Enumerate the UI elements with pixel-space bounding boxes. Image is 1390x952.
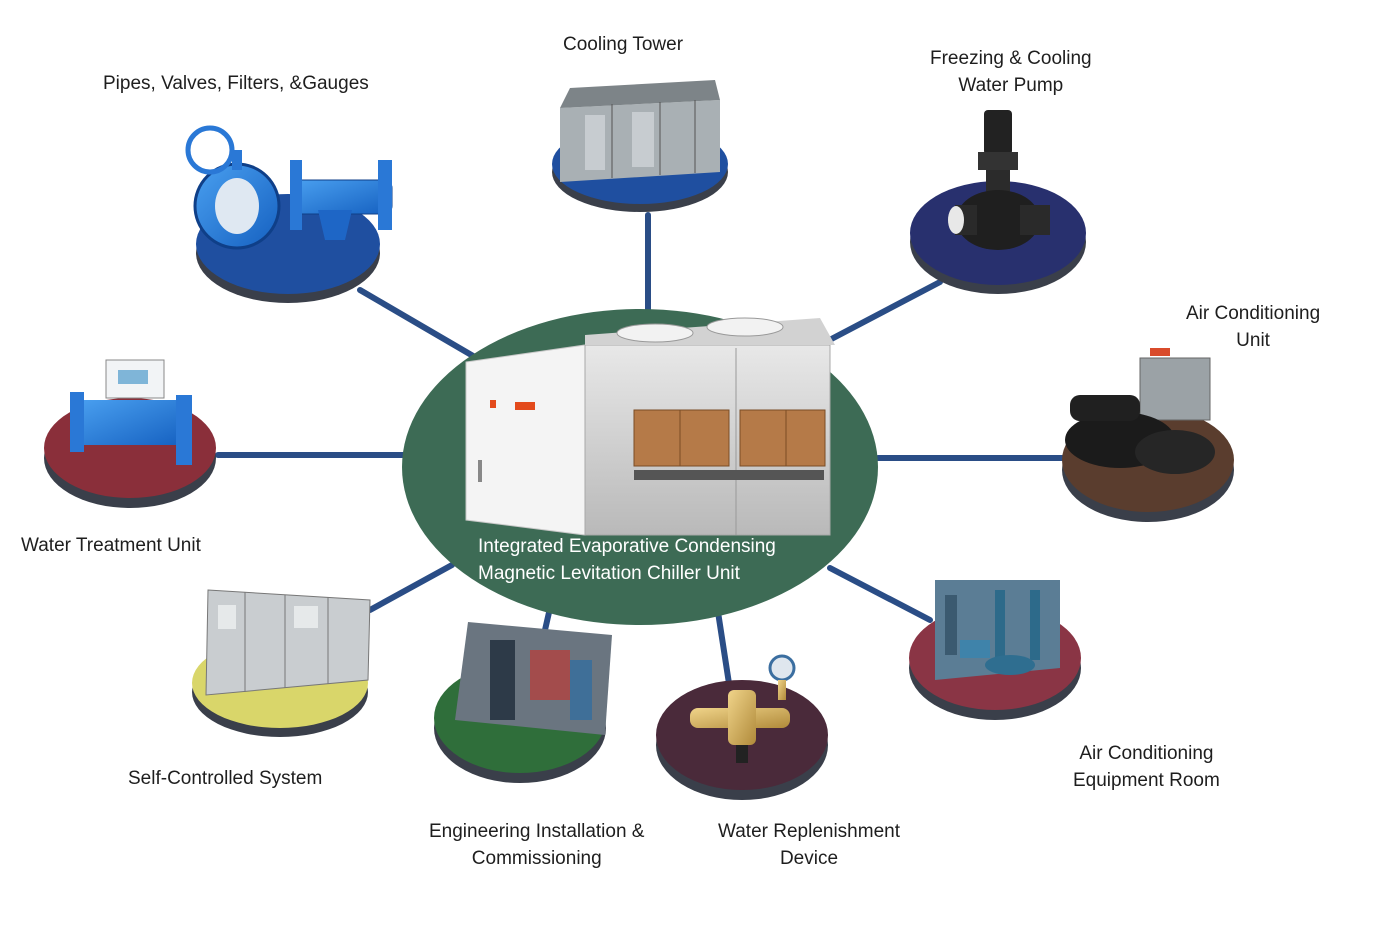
link-replenish <box>715 609 733 693</box>
label-pipes: Pipes, Valves, Filters, &Gauges <box>103 70 369 97</box>
installation-photo-icon <box>455 622 612 735</box>
center-label-line-1: Integrated Evaporative Condensing <box>478 536 776 557</box>
label-ac-room-line-1: Air Conditioning <box>1079 743 1214 764</box>
node-water-treat <box>44 359 216 508</box>
label-ac-unit-line-2: Unit <box>1236 330 1270 351</box>
label-install-line-1: Engineering Installation & <box>429 821 645 842</box>
cooling-tower-icon <box>560 80 720 182</box>
link-self-control <box>367 562 455 613</box>
node-pump <box>910 110 1086 294</box>
water-pump-icon <box>948 110 1050 250</box>
center-label-line-2: Magnetic Levitation Chiller Unit <box>478 563 740 584</box>
node-ac-room <box>909 580 1081 720</box>
label-self-control-line-1: Self-Controlled System <box>128 768 323 789</box>
label-ac-unit-line-1: Air Conditioning <box>1186 303 1321 324</box>
label-install-line-2: Commissioning <box>471 848 602 869</box>
label-pump: Freezing & Cooling Water Pump <box>930 45 1092 99</box>
label-cooling-tower: Cooling Tower <box>563 31 683 58</box>
label-ac-room-line-2: Equipment Room <box>1073 770 1220 791</box>
node-pipes <box>185 125 393 303</box>
node-install <box>434 622 612 783</box>
node-self-control <box>192 589 371 737</box>
node-cooling-tower <box>552 80 728 212</box>
link-ac-room <box>827 565 933 623</box>
water-treatment-unit-icon <box>70 359 192 465</box>
label-install: Engineering Installation & Commissioning <box>429 818 644 872</box>
control-cabinet-icon <box>205 589 371 696</box>
label-cooling-tower-line-1: Cooling Tower <box>563 34 684 55</box>
chiller-unit-icon <box>465 317 835 536</box>
label-replenish: Water Replenishment Device <box>718 818 900 872</box>
label-pipes-line-1: Pipes, Valves, Filters, &Gauges <box>103 73 369 94</box>
brass-valve-gauge-icon <box>690 654 796 763</box>
label-self-control: Self-Controlled System <box>128 765 322 792</box>
connector-links <box>215 212 1071 693</box>
equipment-room-photo-icon <box>935 580 1060 680</box>
link-pipes <box>357 287 483 363</box>
label-pump-line-1: Freezing & Cooling <box>930 48 1092 69</box>
chiller-unit-icon-small <box>1065 348 1215 474</box>
label-water-treat-line-1: Water Treatment Unit <box>21 535 201 556</box>
label-ac-unit: Air Conditioning Unit <box>1186 300 1320 354</box>
label-pump-line-2: Water Pump <box>958 75 1064 96</box>
label-ac-room: Air Conditioning Equipment Room <box>1073 740 1220 794</box>
center-label: Integrated Evaporative Condensing Magnet… <box>478 533 776 587</box>
node-replenish <box>656 654 828 800</box>
butterfly-valve-and-strainer-icon <box>185 125 393 250</box>
label-replenish-line-1: Water Replenishment <box>718 821 900 842</box>
label-replenish-line-2: Device <box>779 848 839 869</box>
link-pump <box>817 279 943 348</box>
node-ac-unit <box>1062 348 1234 522</box>
label-water-treat: Water Treatment Unit <box>21 532 201 559</box>
